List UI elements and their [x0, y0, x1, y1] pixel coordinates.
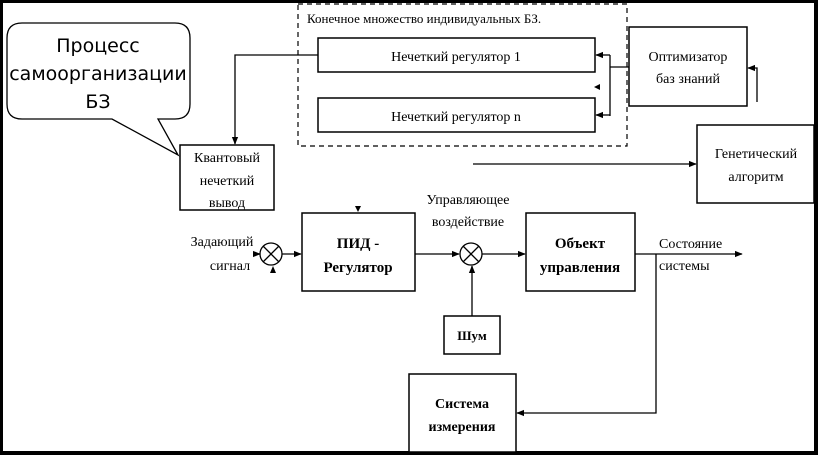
control-action-line-2: воздействие: [432, 215, 504, 230]
arrow-into-pid-top: [355, 206, 361, 212]
arrow-regulator-to-quantum: [231, 54, 318, 145]
quantum-fuzzy-inference: Квантовый нечеткий вывод: [179, 144, 275, 211]
callout-line-1: Процесс: [56, 35, 140, 57]
pid-line-2: Регулятор: [323, 260, 392, 276]
quantum-line-1: Квантовый: [194, 151, 260, 166]
setpoint-line-2: сигнал: [210, 259, 250, 274]
callout-line-3: БЗ: [85, 91, 110, 113]
quantum-fuzzy-inference-box: [179, 144, 275, 211]
measurement-line-2: измерения: [429, 420, 496, 435]
summing-junction-1: [259, 242, 283, 266]
fuzzy-regulator-n-box: [317, 97, 596, 133]
pid-regulator-box: [301, 212, 416, 292]
control-object-box: [525, 212, 636, 292]
arrow-to-middle: [594, 84, 600, 90]
kb-group-border: [297, 3, 628, 147]
quantum-line-2: нечеткий: [200, 174, 255, 189]
quantum-line-3: вывод: [209, 196, 245, 211]
measurement-system: Система измерения: [408, 373, 517, 453]
kb-group: Конечное множество индивидуальных БЗ. Не…: [297, 3, 628, 147]
measurement-line-1: Система: [435, 397, 489, 412]
kb-optimizer-line-2: баз знаний: [656, 72, 721, 87]
kb-optimizer: Оптимизатор баз знаний: [628, 26, 748, 107]
fuzzy-regulator-1-box: [317, 37, 596, 73]
genetic-algorithm-box: [696, 124, 815, 204]
kb-group-title: Конечное множество индивидуальных БЗ.: [307, 11, 541, 26]
callout-bubble-shape: [6, 22, 191, 157]
kb-optimizer-box: [628, 26, 748, 107]
state-line-2: системы: [659, 259, 710, 274]
arrow-to-measurement: [516, 254, 657, 417]
arrow-ga-to-optimizer: [747, 64, 758, 102]
fuzzy-regulator-1-label: Нечеткий регулятор 1: [391, 50, 521, 65]
measurement-system-box: [408, 373, 517, 453]
pid-line-1: ПИД -: [337, 236, 379, 252]
genetic-algorithm-line-2: алгоритм: [728, 170, 783, 185]
connectors: [231, 51, 758, 417]
arrow-feedback-in: [270, 266, 276, 273]
summing-junction-2: [459, 242, 483, 266]
setpoint-line-1: Задающий: [191, 235, 254, 250]
plant-line-1: Объект: [555, 236, 606, 252]
noise: Шум: [443, 315, 501, 355]
genetic-algorithm: Генетический алгоритм: [696, 124, 815, 204]
genetic-algorithm-line-1: Генетический: [715, 147, 798, 162]
callout-line-2: самоорганизации: [9, 63, 187, 85]
control-action-line-1: Управляющее: [427, 193, 510, 208]
noise-label: Шум: [457, 328, 487, 343]
kb-optimizer-line-1: Оптимизатор: [649, 50, 728, 65]
callout-self-organization: Процесс самоорганизации БЗ: [6, 22, 191, 157]
plant-line-2: управления: [540, 260, 620, 276]
pid-regulator: ПИД - Регулятор: [301, 212, 416, 292]
state-line-1: Состояние: [659, 237, 722, 252]
control-object: Объект управления: [525, 212, 636, 292]
fuzzy-regulator-n-label: Нечеткий регулятор n: [391, 110, 521, 125]
